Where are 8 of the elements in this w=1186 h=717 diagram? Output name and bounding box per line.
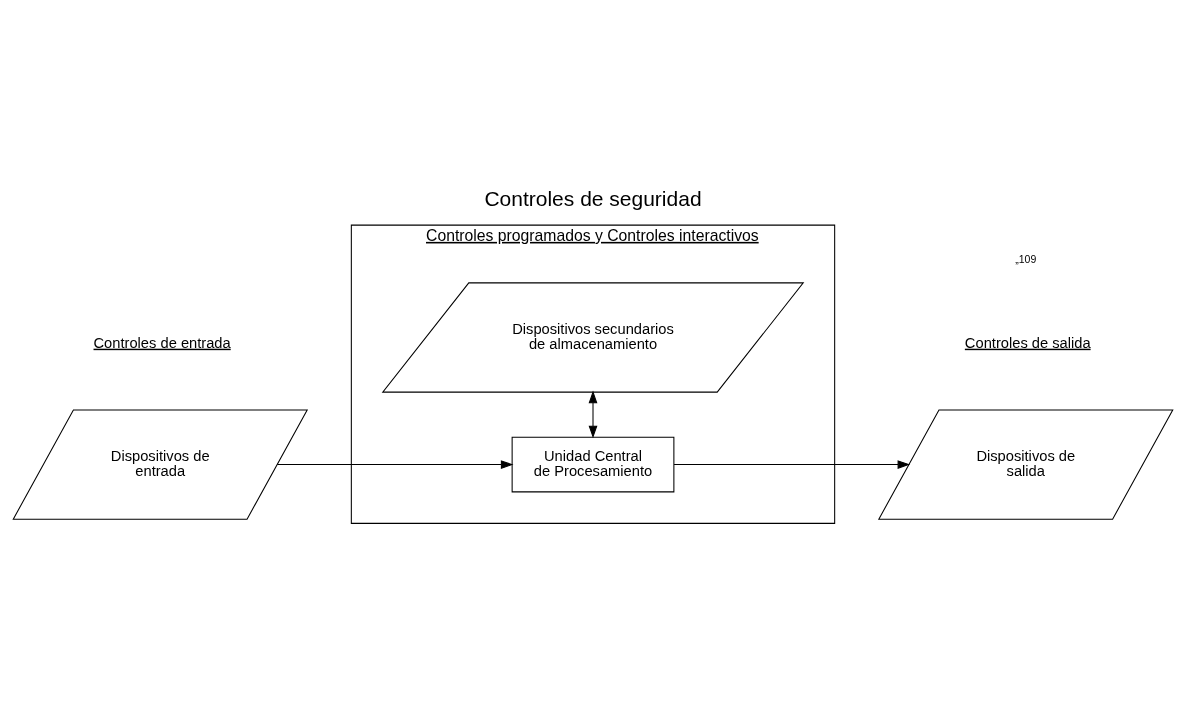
arrow	[588, 390, 598, 439]
label: Controles de entrada	[93, 334, 231, 351]
arrow	[276, 460, 514, 469]
diagram-title: Controles de seguridad	[484, 187, 702, 211]
arrow	[673, 460, 911, 469]
label: Controles de salida	[964, 334, 1091, 351]
label: „109	[1015, 253, 1037, 266]
node-box: Unidad Central de Procesamiento	[511, 436, 675, 493]
